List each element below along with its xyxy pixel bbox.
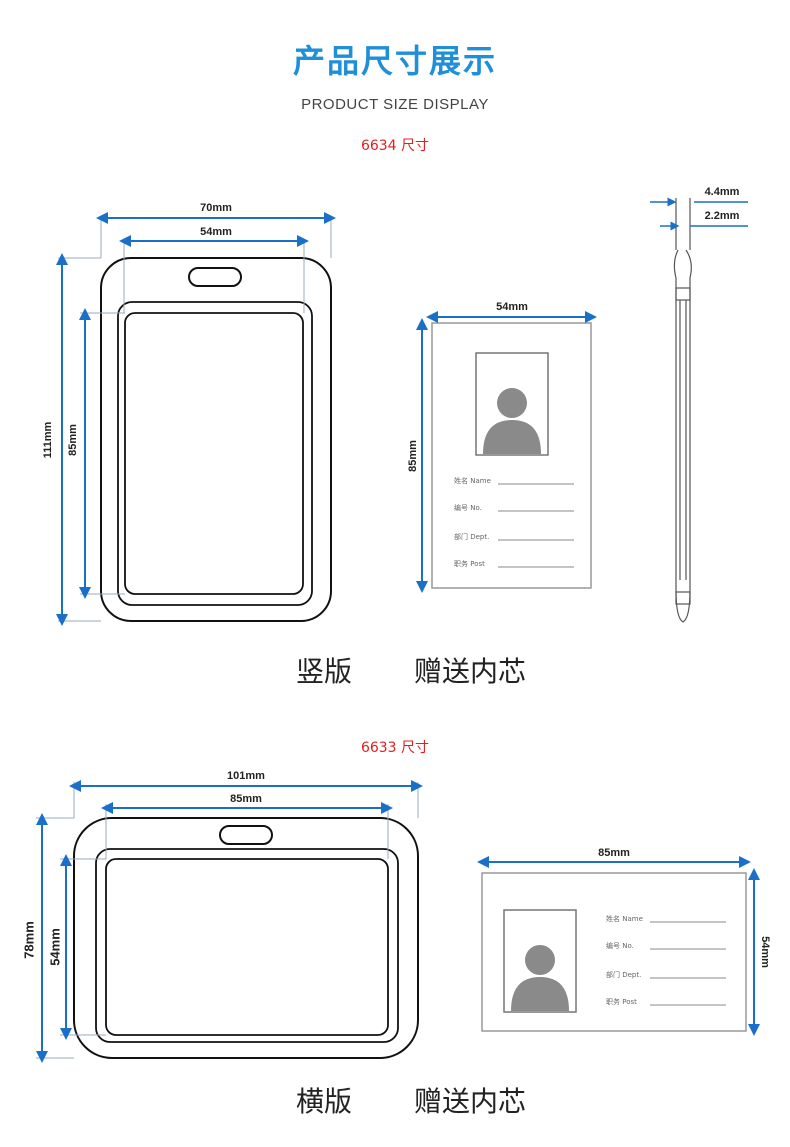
holder-width-label-h: 101mm bbox=[227, 770, 265, 782]
avatar-head bbox=[497, 388, 527, 418]
field-post-label: 职务 Post bbox=[454, 559, 485, 568]
avatar-body-h bbox=[511, 977, 569, 1011]
field-post-label-h: 职务 Post bbox=[606, 997, 637, 1006]
holder-outer-h bbox=[73, 817, 419, 1059]
caption-horizontal-insert: 赠送内芯 bbox=[414, 1085, 527, 1118]
holder-inner-width-label-h: 85mm bbox=[230, 793, 262, 805]
card-height-label: 85mm bbox=[407, 440, 419, 472]
card-width-label: 54mm bbox=[496, 301, 528, 313]
page-title: 产品尺寸展示 bbox=[292, 42, 497, 80]
field-dept-label: 部门 Dept. bbox=[454, 532, 489, 541]
holder-inner-frame-h bbox=[95, 848, 399, 1043]
side-profile bbox=[673, 198, 692, 623]
holder-inner-frame bbox=[117, 301, 313, 606]
lanyard-slot bbox=[188, 267, 242, 287]
page-subtitle: PRODUCT SIZE DISPLAY bbox=[301, 96, 489, 113]
holder-outer bbox=[100, 257, 332, 622]
holder-window-h bbox=[105, 858, 389, 1036]
card-width-label-h: 85mm bbox=[598, 847, 630, 859]
card-height-label-h: 54mm bbox=[759, 936, 771, 968]
field-name-label-h: 姓名 Name bbox=[606, 914, 643, 923]
holder-inner-width-label: 54mm bbox=[200, 226, 232, 238]
field-dept-label-h: 部门 Dept. bbox=[606, 970, 641, 979]
horizontal-diagram: 101mm 85mm 78mm 54mm 85mm 54mm 姓名 Name 编… bbox=[21, 770, 771, 1063]
field-number-label: 编号 No. bbox=[454, 503, 482, 512]
holder-inner-height-label-h: 54mm bbox=[47, 928, 62, 966]
avatar-body bbox=[483, 420, 541, 454]
caption-vertical: 竖版 bbox=[296, 655, 353, 688]
size-label-6634: 6634 尺寸 bbox=[360, 138, 430, 154]
caption-vertical-insert: 赠送内芯 bbox=[414, 655, 527, 688]
holder-inner-height-label: 85mm bbox=[67, 424, 79, 456]
size-label-6633: 6633 尺寸 bbox=[360, 740, 430, 756]
field-number-label-h: 编号 No. bbox=[606, 941, 634, 950]
holder-height-label: 111mm bbox=[42, 421, 54, 458]
holder-height-label-h: 78mm bbox=[21, 921, 36, 959]
holder-window bbox=[124, 312, 304, 595]
field-name-label: 姓名 Name bbox=[454, 476, 491, 485]
vertical-diagram: 70mm 54mm 111mm 85mm 54mm 85mm 姓名 Name 编… bbox=[42, 186, 748, 626]
holder-width-label: 70mm bbox=[200, 202, 232, 214]
avatar-head-h bbox=[525, 945, 555, 975]
lanyard-slot-h bbox=[219, 825, 273, 845]
side-thick-label: 4.4mm bbox=[705, 186, 740, 198]
caption-horizontal: 横版 bbox=[296, 1085, 353, 1118]
side-thin-label: 2.2mm bbox=[705, 210, 740, 222]
